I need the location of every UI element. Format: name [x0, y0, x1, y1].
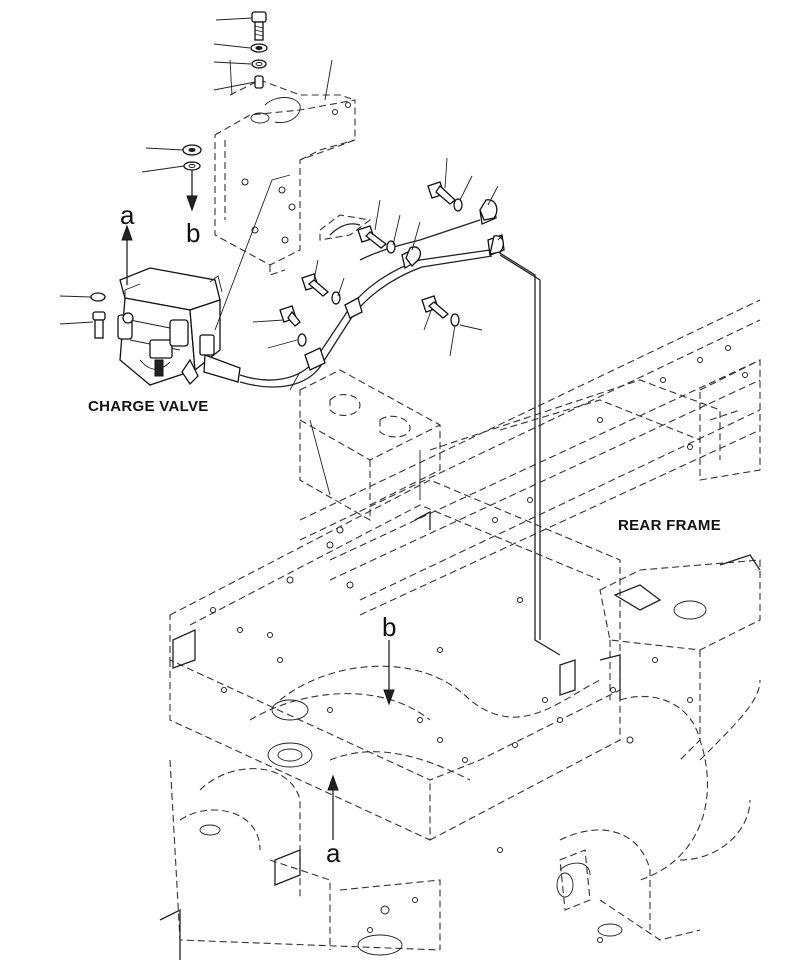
charge-valve-label: CHARGE VALVE	[88, 398, 209, 415]
charge-valve-drawing	[117, 267, 241, 386]
bolt-icon	[251, 11, 267, 41]
ref-b-top: b	[186, 218, 201, 248]
bolt-icon	[421, 295, 450, 319]
rear-frame-drawing	[159, 299, 761, 960]
hardware-parts	[90, 11, 505, 347]
leader-lines	[59, 17, 503, 500]
bolt-icon	[279, 305, 301, 327]
ref-a-top: a	[120, 200, 135, 230]
bolt-icon	[301, 273, 330, 297]
bolt-icon	[427, 181, 456, 205]
rear-frame-label: REAR FRAME	[618, 517, 721, 534]
hydraulic-hoses	[239, 204, 561, 656]
ref-a-bottom: a	[326, 838, 341, 868]
reference-arrows	[121, 170, 395, 840]
ref-b-bottom: b	[382, 612, 397, 642]
bolt-icon	[357, 225, 388, 249]
valve-bracket-drawing	[214, 79, 372, 276]
bolt-icon	[92, 311, 106, 339]
